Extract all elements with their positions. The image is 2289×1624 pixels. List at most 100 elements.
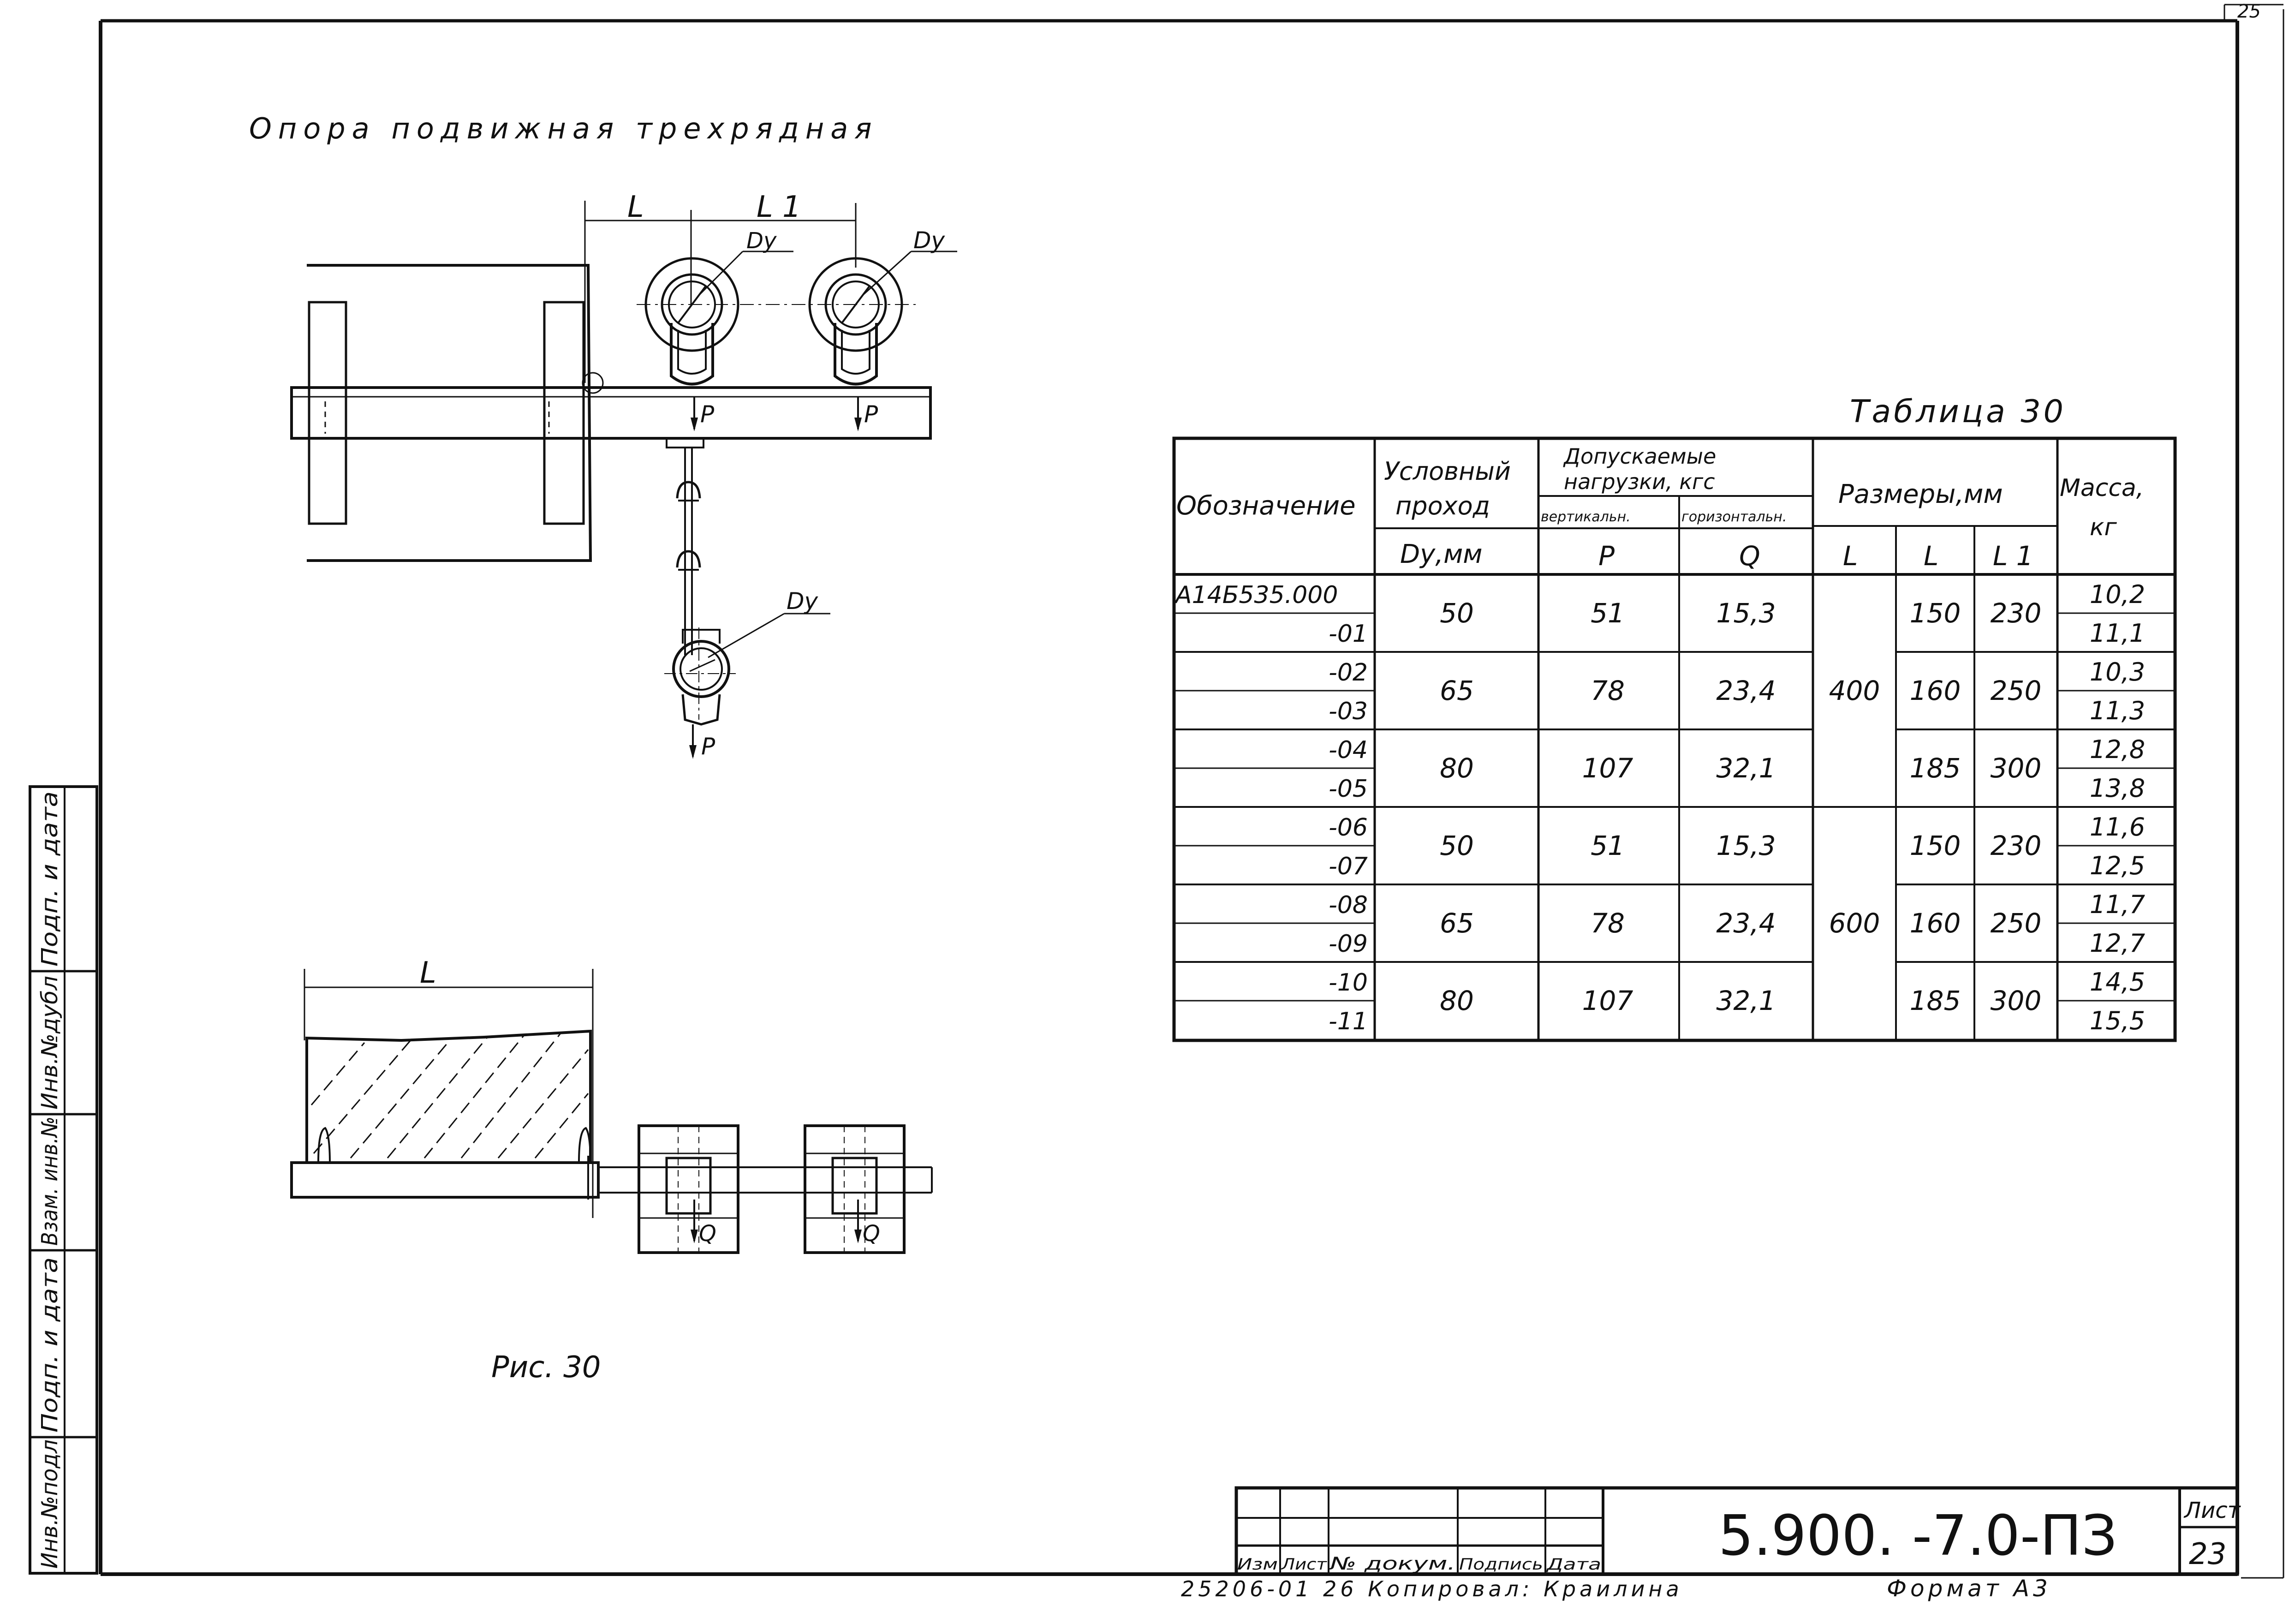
dim-L-bottom: L xyxy=(420,956,436,990)
mass-cell: 11,6 xyxy=(2090,812,2145,842)
q-load-cell: 23,4 xyxy=(1716,908,1776,939)
q-load-cell: 32,1 xyxy=(1716,985,1776,1016)
l1-size-cell: 250 xyxy=(1991,675,2042,706)
hdr-designation: Обозначение xyxy=(1176,491,1356,521)
l1-size-cell: 230 xyxy=(1991,597,2042,629)
table-body: А14Б535.000 -01 -02 -03 -04 -05 -06 -07 -08 -09 -1… xyxy=(1174,580,2175,1035)
mass-cell: 15,5 xyxy=(2090,1006,2145,1035)
tb-col-date: Дата xyxy=(1545,1555,1601,1574)
l-size-cell: 185 xyxy=(1910,985,1961,1016)
l-size-cell: 160 xyxy=(1910,908,1961,939)
l-size-cell: 150 xyxy=(1910,830,1961,861)
p-load-cell: 78 xyxy=(1591,675,1625,706)
table-caption: Таблица 30 xyxy=(1850,394,2066,430)
designation-cell: -09 xyxy=(1329,930,1368,958)
hdr-loads-2: нагрузки, кгс xyxy=(1564,469,1715,494)
designation-cell: -05 xyxy=(1329,775,1368,803)
mass-cell: 12,5 xyxy=(2090,851,2145,880)
big-L-cell: 400 xyxy=(1829,675,1880,706)
q-load-cell: 23,4 xyxy=(1716,675,1776,706)
dy-label-2: Dу xyxy=(913,227,946,254)
sheet-frame: 25 xyxy=(99,1,2284,1579)
q-label-1: Q xyxy=(699,1221,716,1247)
hdr-nominal-2: проход xyxy=(1395,491,1490,520)
dy-cell: 65 xyxy=(1440,675,1474,706)
dy-cell: 50 xyxy=(1440,830,1474,861)
tb-col-list: Лист xyxy=(1281,1555,1328,1574)
mass-cell: 10,3 xyxy=(2090,657,2145,687)
figure-caption: Рис. 30 xyxy=(491,1350,601,1385)
p-load-cell: 107 xyxy=(1582,985,1633,1016)
mass-cell: 12,8 xyxy=(2090,735,2145,764)
big-L-cell: 600 xyxy=(1829,908,1880,939)
q-label-2: Q xyxy=(863,1221,880,1247)
sheet-label: Лист xyxy=(2183,1498,2241,1523)
designation-cell: -03 xyxy=(1329,698,1368,725)
side-view-drawing: L Q xyxy=(290,956,933,1254)
top-view-drawing: L L 1 Dу Dу P P xyxy=(290,190,957,760)
hdr-sizes: Размеры,мм xyxy=(1838,479,2003,509)
dim-L-top: L xyxy=(627,190,644,224)
hdr-l-a: L xyxy=(1843,540,1858,572)
hdr-q: Q xyxy=(1739,540,1760,572)
dim-L1-top: L 1 xyxy=(757,190,801,224)
l1-size-cell: 300 xyxy=(1991,985,2042,1016)
corner-sheet-number: 25 xyxy=(2237,1,2261,22)
p-load-cell: 78 xyxy=(1591,908,1625,939)
tb-col-doc: № докум. xyxy=(1329,1553,1455,1574)
designation-cell: -04 xyxy=(1329,736,1368,764)
dy-cell: 80 xyxy=(1440,985,1474,1016)
l1-size-cell: 300 xyxy=(1991,752,2042,784)
p-load-cell: 107 xyxy=(1582,752,1633,784)
document-code: 5.900. -7.0-ПЗ xyxy=(1718,1504,2117,1568)
l-size-cell: 160 xyxy=(1910,675,1961,706)
mass-cell: 12,7 xyxy=(2090,929,2145,958)
p-label-3: P xyxy=(701,733,715,760)
designation-cell: -07 xyxy=(1329,853,1368,880)
designation-cell: -02 xyxy=(1329,659,1368,687)
mass-cell: 11,7 xyxy=(2090,890,2145,919)
tb-col-sign: Подпись xyxy=(1459,1555,1543,1574)
designation-cell: -01 xyxy=(1329,620,1368,648)
stamp-inv-podl: Инв.№подл xyxy=(37,1439,63,1569)
mass-cell: 10,2 xyxy=(2090,580,2145,609)
side-stamp: Инв.№подл Подп. и дата Взам. инв.№ Инв.№… xyxy=(29,785,98,1575)
designation-cell: -10 xyxy=(1329,969,1368,997)
q-load-cell: 32,1 xyxy=(1716,752,1776,784)
designation-cell: -11 xyxy=(1329,1008,1368,1035)
dy-cell: 50 xyxy=(1440,597,1474,629)
footer-copied: 25206-01 26 Копировал: Краилина xyxy=(1181,1576,1683,1601)
hdr-vertical: вертикальн. xyxy=(1541,509,1631,525)
hdr-loads-1: Допускаемые xyxy=(1563,444,1716,469)
mass-cell: 13,8 xyxy=(2090,774,2145,803)
hdr-l1: L 1 xyxy=(1993,540,2033,572)
stamp-inv-dubl: Инв.№дубл xyxy=(37,976,63,1110)
l-size-cell: 185 xyxy=(1910,752,1961,784)
mass-cell: 11,3 xyxy=(2090,696,2145,725)
designation-cell: -08 xyxy=(1329,891,1368,919)
q-load-cell: 15,3 xyxy=(1716,830,1776,861)
sheet-number: 23 xyxy=(2189,1537,2226,1571)
p-load-cell: 51 xyxy=(1591,830,1625,861)
q-load-cell: 15,3 xyxy=(1716,597,1776,629)
hdr-horizontal: горизонтальн. xyxy=(1681,509,1787,525)
dy-label-3: Dу xyxy=(787,588,819,615)
hdr-p: P xyxy=(1598,540,1615,572)
dy-cell: 80 xyxy=(1440,752,1474,784)
tb-col-izm: Изм xyxy=(1237,1555,1278,1574)
figure-title: Опора подвижная трехрядная xyxy=(249,112,878,145)
p-load-cell: 51 xyxy=(1591,597,1625,629)
stamp-podp-data-1: Подп. и дата xyxy=(37,1257,63,1433)
mass-cell: 11,1 xyxy=(2090,619,2145,648)
dy-cell: 65 xyxy=(1440,908,1474,939)
mass-cell: 14,5 xyxy=(2090,967,2145,997)
designation-cell: А14Б535.000 xyxy=(1174,581,1338,609)
hdr-nominal-unit: Dу,мм xyxy=(1400,539,1483,569)
l-size-cell: 150 xyxy=(1910,597,1961,629)
designation-cell: -06 xyxy=(1329,814,1368,842)
p-label-1: P xyxy=(700,401,715,428)
hdr-nominal-1: Условный xyxy=(1384,457,1511,486)
l1-size-cell: 230 xyxy=(1991,830,2042,861)
